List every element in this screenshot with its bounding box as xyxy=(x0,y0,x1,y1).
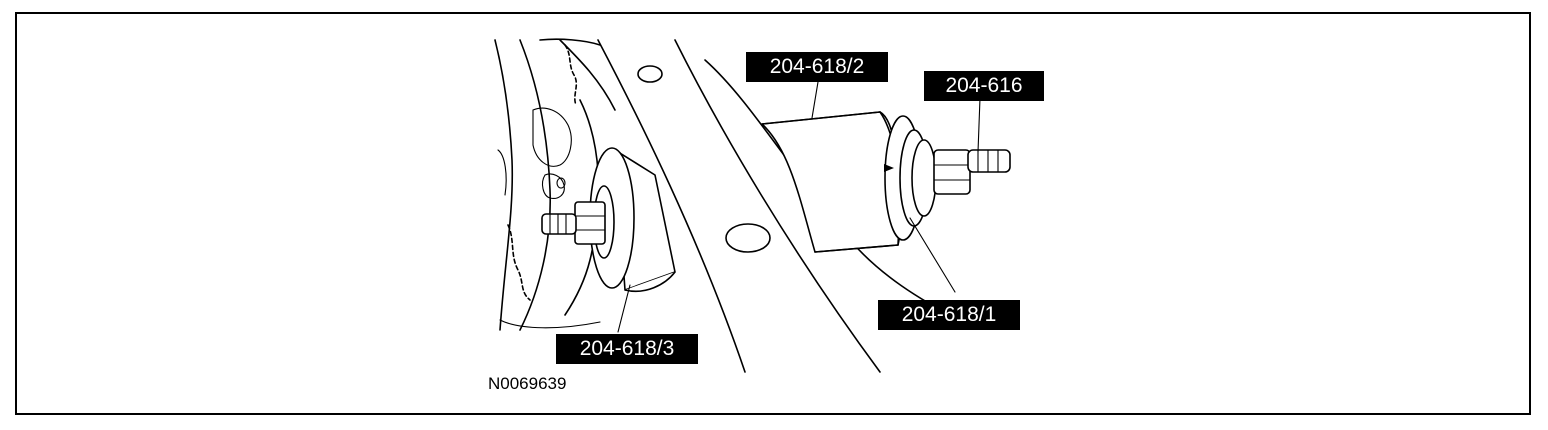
suspension-knuckle xyxy=(494,38,616,331)
receiver-cup-204-618-3 xyxy=(589,147,676,292)
forcing-screw-204-616 xyxy=(933,149,1011,195)
forcing-screw-left xyxy=(541,201,606,245)
label-204-618-3: 204-618/3 xyxy=(556,334,698,364)
leader-lines xyxy=(617,81,981,333)
label-204-616: 204-616 xyxy=(924,71,1044,101)
label-204-618-1: 204-618/1 xyxy=(878,300,1020,330)
subframe-arm xyxy=(597,39,961,373)
label-204-618-2: 204-618/2 xyxy=(746,52,888,82)
figure-id: N0069639 xyxy=(488,374,567,393)
direction-arrow-icon xyxy=(884,164,894,172)
adapter-204-618-1 xyxy=(884,115,937,241)
weld-seams xyxy=(507,44,578,301)
